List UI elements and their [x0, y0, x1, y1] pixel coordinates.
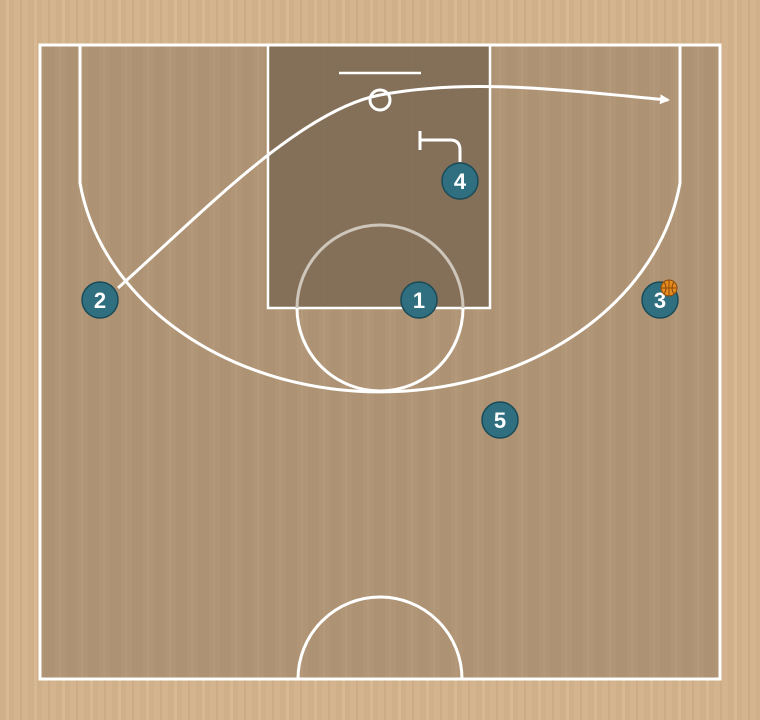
- player-5-label: 5: [494, 408, 506, 433]
- center-circle: [296, 595, 464, 680]
- player-4-label: 4: [454, 169, 467, 194]
- basketball-icon: [660, 279, 678, 297]
- three-point-line: [78, 45, 682, 394]
- player-1[interactable]: 1: [400, 281, 438, 319]
- screen-path-player-4: [420, 138, 462, 162]
- cut-path-player-2: [117, 85, 670, 290]
- player-2[interactable]: 2: [81, 281, 119, 319]
- lane-lines: [266, 43, 492, 310]
- rim: [368, 88, 392, 112]
- player-3-label: 3: [654, 288, 666, 313]
- player-4[interactable]: 4: [441, 162, 479, 200]
- free-throw-circle-top: [295, 223, 465, 309]
- player-2-label: 2: [94, 288, 106, 313]
- player-5[interactable]: 5: [481, 401, 519, 439]
- player-1-label: 1: [413, 288, 425, 313]
